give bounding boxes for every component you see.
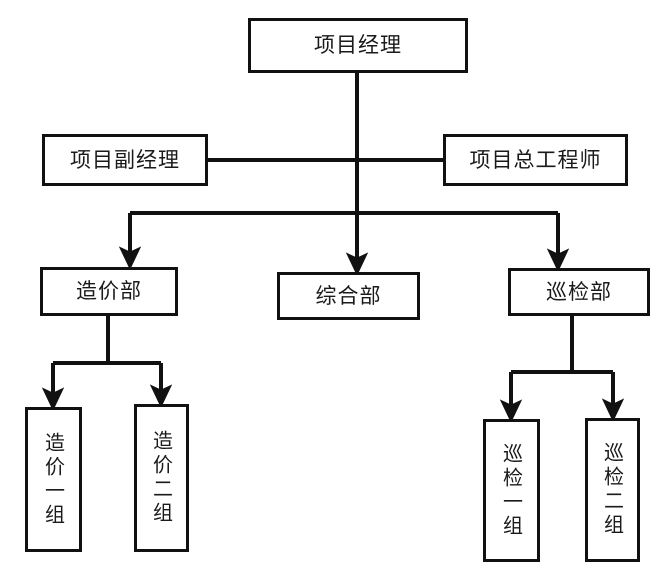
node-inspection-group-2: 巡检二组: [585, 418, 640, 562]
node-deputy-project-manager: 项目副经理: [42, 134, 208, 186]
node-cost-group-2: 造价二组: [134, 404, 189, 552]
node-inspection-group-1-label: 巡检一组: [499, 442, 524, 539]
node-chief-engineer-label: 项目总工程师: [469, 147, 602, 172]
node-cost-group-1: 造价一组: [25, 407, 82, 552]
node-inspection-department: 巡检部: [508, 268, 650, 316]
node-project-manager: 项目经理: [248, 18, 468, 73]
node-cost-department-label: 造价部: [76, 279, 142, 304]
node-general-department: 综合部: [277, 272, 420, 320]
node-inspection-group-1: 巡检一组: [483, 419, 540, 562]
node-cost-group-2-label: 造价二组: [149, 430, 174, 526]
node-cost-group-1-label: 造价一组: [41, 431, 66, 528]
node-chief-engineer: 项目总工程师: [443, 134, 628, 186]
node-project-manager-label: 项目经理: [314, 33, 402, 58]
node-cost-department: 造价部: [40, 267, 178, 316]
node-general-department-label: 综合部: [315, 283, 382, 308]
node-inspection-department-label: 巡检部: [546, 279, 612, 304]
node-deputy-project-manager-label: 项目副经理: [70, 147, 180, 172]
node-inspection-group-2-label: 巡检二组: [600, 442, 625, 538]
